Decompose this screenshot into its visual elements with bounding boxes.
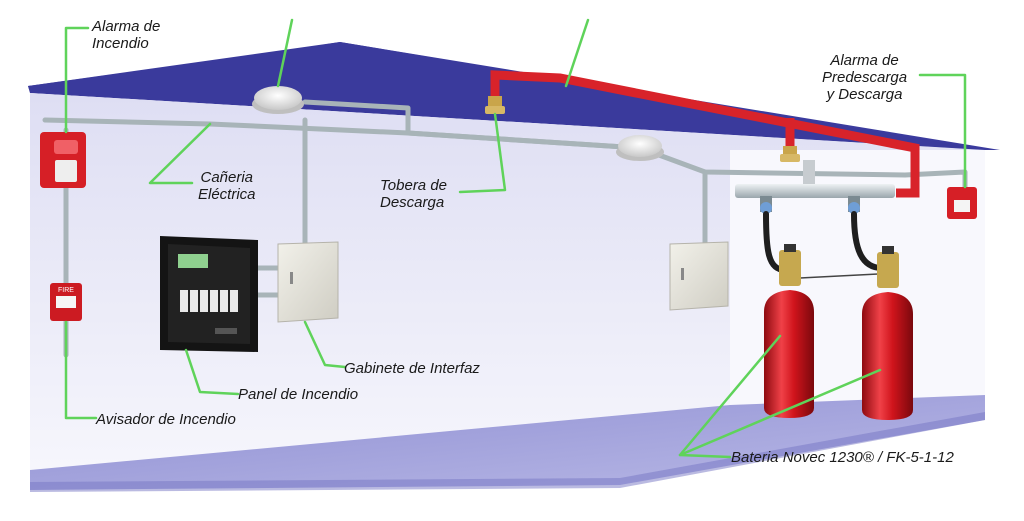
discharge-nozzle-2: [780, 146, 800, 162]
callout-lines: [64, 18, 967, 459]
conduit-detector-branch: [302, 99, 411, 136]
callout-bateria-2: [678, 368, 882, 457]
callout-tobera: [458, 112, 507, 194]
label-caneria-electrica: Cañeria Eléctrica: [198, 169, 256, 203]
manual-pull-station: FIRE: [50, 283, 82, 321]
label-tobera-descarga: Tobera de Descarga: [380, 177, 448, 211]
pull-station-label: FIRE: [58, 287, 74, 294]
label-alarma-predescarga: Alarma de Predescarga y Descarga: [822, 52, 908, 103]
callout-pipe: [564, 18, 590, 88]
label-bateria-novec: Bateria Novec 1230® / FK-5-1-12: [731, 449, 954, 466]
callout-gabinete: [303, 320, 347, 369]
smoke-detector-2: [616, 135, 664, 161]
callout-alarma-incendio: [64, 26, 90, 134]
callout-panel: [184, 348, 240, 396]
callout-avisador: [64, 320, 98, 420]
smoke-detector-1: [252, 86, 304, 114]
cylinder-valve-2: [877, 246, 899, 288]
fire-alarm-strobe-left: [40, 132, 86, 188]
floor-shadow: [30, 412, 985, 492]
floor: [30, 395, 985, 490]
label-alarma-incendio: Alarma de Incendio: [92, 18, 161, 52]
label-panel-incendio: Panel de Incendio: [238, 386, 359, 403]
callout-predescarga: [918, 73, 967, 189]
agent-distribution-pipe: [490, 70, 920, 198]
callout-caneria: [148, 122, 212, 185]
callout-detector-1: [276, 18, 294, 88]
predischarge-alarm-right: [947, 187, 977, 219]
agent-cylinder-1: [764, 290, 814, 418]
interface-cabinet-right: [669, 241, 729, 311]
ceiling-face: [28, 42, 985, 150]
label-gabinete-interfaz: Gabinete de Interfaz: [344, 360, 480, 377]
interface-cabinet-left: [277, 241, 339, 323]
fire-control-panel: [160, 236, 258, 352]
cylinder-valve-1: [779, 244, 801, 286]
electrical-actuation-line: [799, 273, 879, 279]
pipe-ceiling-run: [490, 70, 920, 198]
label-avisador-incendio: Avisador de Incendio: [96, 411, 236, 428]
agent-cylinder-2: [862, 292, 913, 420]
manifold: [735, 160, 895, 214]
conduit-detector2: [405, 130, 643, 151]
discharge-nozzle-1: [485, 96, 505, 114]
